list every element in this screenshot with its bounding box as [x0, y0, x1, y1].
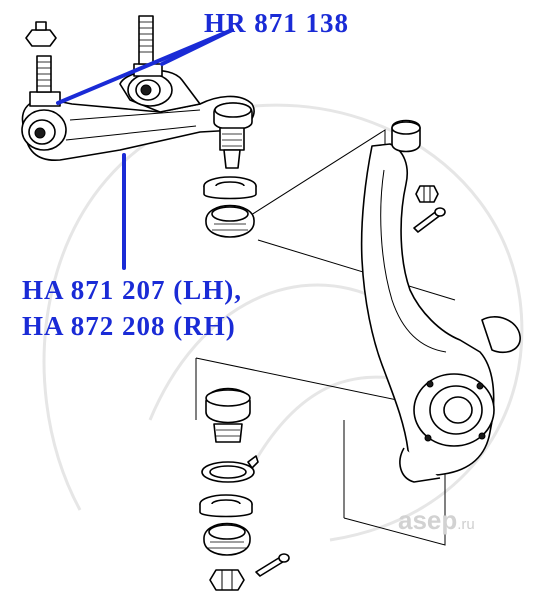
lower-castle-nut [209, 569, 245, 591]
cotter-pin-lower [255, 553, 290, 577]
watermark-suffix: .ru [457, 516, 475, 533]
snap-ring [201, 455, 259, 483]
lower-dust-boot [203, 522, 251, 556]
callout-lines [56, 28, 234, 270]
watermark-brand: asep [398, 505, 458, 535]
bushing-part-number: HR 871 138 [204, 8, 349, 38]
lower-ball-joint [205, 387, 251, 443]
upper-nut [25, 21, 57, 47]
upper-right-stud [138, 15, 154, 65]
watermark: asep.ru [398, 505, 475, 536]
upper-control-arm [21, 63, 255, 169]
castle-nut [415, 185, 439, 203]
upper-boot-ring [203, 176, 257, 200]
lower-ring [199, 494, 253, 518]
upper-dust-boot [205, 204, 255, 238]
arm-part-number-lh: HA 871 207 (LH), [22, 275, 243, 305]
arm-part-number-rh: HA 872 208 (RH) [22, 311, 236, 341]
upper-left-stud [36, 55, 52, 93]
cotter-pin-upper [413, 207, 446, 233]
steering-knuckle [360, 119, 521, 483]
